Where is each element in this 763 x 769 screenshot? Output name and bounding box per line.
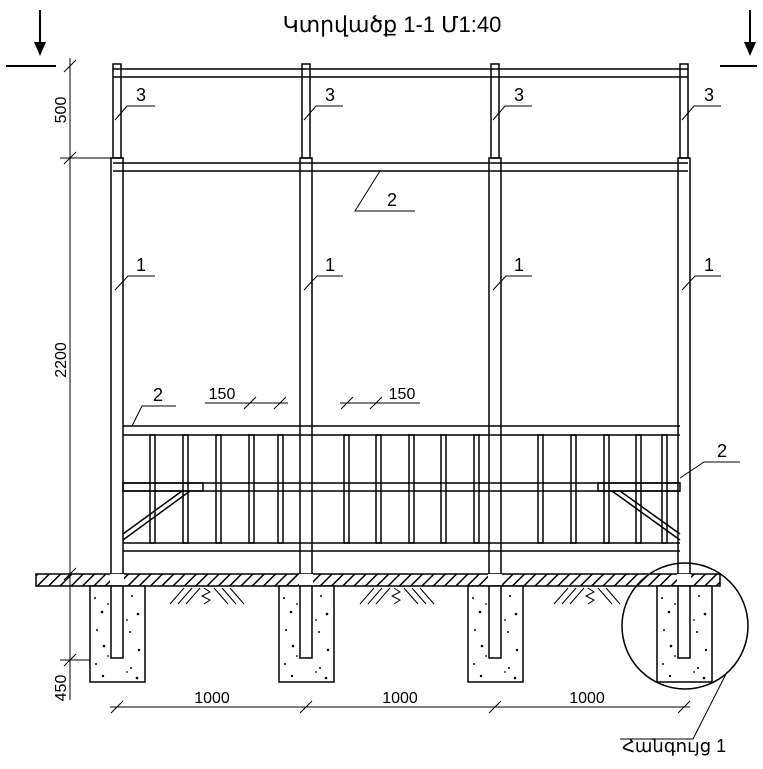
dimension-1000-c: 1000	[569, 690, 605, 707]
section-marker-right	[720, 10, 757, 67]
callout-leaders-2	[131, 170, 740, 479]
callout-3-post3: 3	[514, 85, 524, 105]
spacing-150-right: 150	[389, 386, 416, 403]
post-4	[677, 63, 691, 659]
bench-bracket-right	[597, 482, 681, 541]
callout-3-post2: 3	[325, 85, 335, 105]
spacing-dimension-right	[340, 396, 420, 410]
section-title: Կտրվածք 1-1 Մ1:40	[283, 12, 502, 37]
callout-1-post2: 1	[325, 255, 335, 275]
callout-3-post4: 3	[704, 85, 714, 105]
spacing-dimension-left	[205, 396, 288, 410]
section-marker-left	[6, 10, 56, 67]
callout-1-post3: 1	[514, 255, 524, 275]
callout-2-upper-rail: 2	[387, 190, 397, 210]
spacing-150-left: 150	[209, 386, 236, 403]
upper-rail	[113, 162, 688, 172]
dimension-450: 450	[53, 675, 70, 702]
post-stubs	[110, 585, 691, 659]
ground-slab	[35, 573, 721, 587]
callout-1-post1: 1	[136, 255, 146, 275]
horizontal-dimension	[110, 700, 691, 714]
post-1	[110, 63, 124, 659]
detail-circle	[620, 562, 749, 740]
callout-2-lower-right: 2	[717, 441, 727, 461]
dimension-2200: 2200	[53, 342, 70, 378]
dimension-500: 500	[53, 97, 70, 124]
callout-1-post4: 1	[704, 255, 714, 275]
bench-bracket-left	[122, 482, 204, 541]
callout-3-post1: 3	[136, 85, 146, 105]
top-rail	[113, 68, 688, 78]
callout-leaders-3	[114, 105, 721, 121]
callout-leaders-1	[114, 275, 721, 291]
dimension-1000-a: 1000	[194, 690, 230, 707]
lower-frame	[123, 425, 680, 552]
balusters	[149, 434, 668, 544]
post-2	[299, 63, 313, 659]
callout-2-lower-left: 2	[153, 385, 163, 405]
post-3	[488, 63, 502, 659]
dimension-1000-b: 1000	[382, 690, 418, 707]
soil-symbols	[169, 587, 621, 605]
detail-label: Հանգույց 1	[622, 736, 726, 756]
